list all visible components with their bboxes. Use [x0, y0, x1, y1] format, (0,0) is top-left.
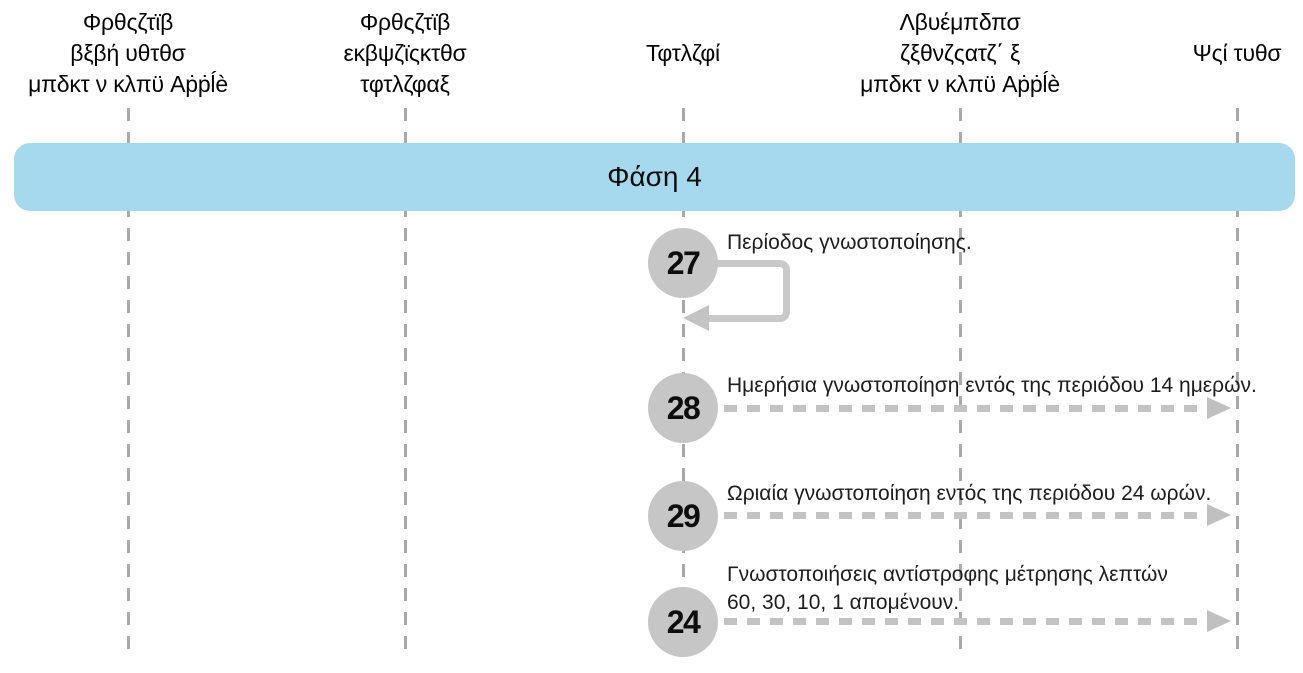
actor-header-3: Τφτλζφί: [528, 2, 838, 104]
dashed-arrow-24: [724, 618, 1208, 625]
arrowhead-right-icon: [1207, 610, 1231, 632]
arrowhead-right-icon: [1207, 504, 1231, 526]
step-number: 27: [666, 244, 701, 281]
step-number: 28: [666, 389, 701, 426]
lifeline-actor-5: [1235, 108, 1239, 657]
lifeline-actor-4: [958, 108, 962, 657]
actor-label: Φρθςζτϊβ βξβή υθτθσ μπδκτ ν κλπϋ Aṗṗĺè: [28, 8, 228, 97]
actor-header-1: Φρθςζτϊβ βξβή υθτθσ μπδκτ ν κλπϋ Aṗṗĺè: [0, 2, 283, 104]
step-27-badge: 27: [648, 228, 718, 298]
step-number: 24: [666, 603, 701, 640]
actor-label: Ψςί τυθσ: [1192, 39, 1282, 66]
step-28-label: Ημερήσια γνωστοποίηση εντός της περιόδου…: [727, 374, 1257, 397]
step-24-label: Γνωστοποιήσεις αντίστροφης μέτρησης λεπτ…: [727, 563, 1168, 614]
actor-header-4: Λβυέμπδπσ ζξθνζςατζ΄ ξ μπδκτ ν κλπϋ Aṗṗĺ…: [805, 2, 1115, 104]
step-29-badge: 29: [648, 481, 718, 551]
arrowhead-right-icon: [1207, 397, 1231, 419]
step-28-badge: 28: [648, 373, 718, 443]
actor-label: Λβυέμπδπσ ζξθνζςατζ΄ ξ μπδκτ ν κλπϋ Aṗṗĺ…: [860, 8, 1060, 97]
step-27-label: Περίοδος γνωστοποίησης.: [727, 231, 972, 254]
dashed-arrow-28: [724, 405, 1208, 412]
step-29-label: Ωριαία γνωστοποίηση εντός της περιόδου 2…: [727, 482, 1212, 505]
self-loop-arrowhead-icon: [683, 305, 709, 331]
actor-label: Φρθςζτϊβ εκβψζϊςκτθσ τφτλζφαξ: [343, 8, 467, 97]
self-loop-arrow: [700, 260, 790, 322]
phase-label: Φάση 4: [607, 161, 702, 192]
step-number: 29: [666, 497, 701, 534]
lifeline-actor-1: [126, 108, 130, 657]
dashed-arrow-29: [724, 512, 1208, 519]
lifeline-actor-2: [403, 108, 407, 657]
step-24-badge: 24: [648, 587, 718, 657]
actor-header-2: Φρθςζτϊβ εκβψζϊςκτθσ τφτλζφαξ: [250, 2, 560, 104]
actor-header-5: Ψςί τυθσ: [1082, 2, 1303, 104]
phase-banner: Φάση 4: [14, 143, 1295, 211]
actor-label: Τφτλζφί: [646, 39, 720, 66]
